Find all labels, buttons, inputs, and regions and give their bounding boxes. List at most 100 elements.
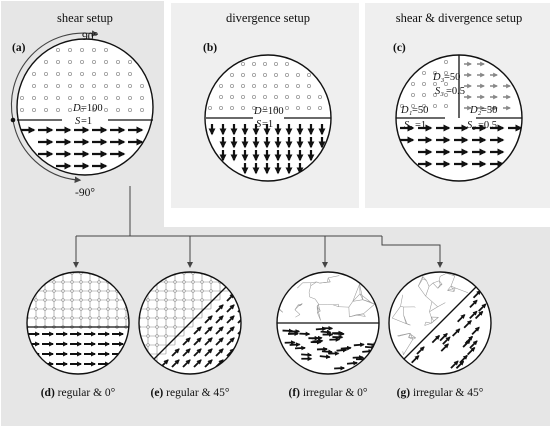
caption-e-letter: (e) — [151, 387, 164, 399]
arrow — [301, 354, 311, 355]
mesh-node — [156, 335, 159, 338]
mesh-node — [183, 308, 186, 311]
mesh-node — [147, 299, 150, 302]
circle-d — [26, 272, 129, 374]
angle-minus-90: -90° — [75, 187, 95, 199]
label-s3: S₃ — [435, 86, 444, 97]
mesh-node — [156, 326, 159, 329]
mesh-node — [35, 299, 38, 302]
mesh-node — [165, 308, 168, 311]
mesh-node — [116, 299, 119, 302]
circle-b — [205, 55, 331, 181]
mesh-node — [156, 290, 159, 293]
caption-f-text: irregular & 0° — [300, 387, 368, 399]
mesh-node — [183, 317, 186, 320]
mesh-node — [156, 299, 159, 302]
mesh-node — [62, 299, 65, 302]
arrow — [347, 363, 357, 364]
mesh-node — [210, 281, 213, 284]
mesh-node — [71, 299, 74, 302]
mesh-node — [44, 317, 47, 320]
mesh-node — [80, 281, 83, 284]
value-d-a: =100 — [81, 103, 103, 114]
mesh-node — [98, 281, 101, 284]
mesh-node — [165, 299, 168, 302]
mesh-node — [192, 308, 195, 311]
arrow — [322, 351, 332, 352]
value-s1: =1 — [415, 120, 426, 131]
mesh-node — [183, 290, 186, 293]
mesh-node — [125, 317, 128, 320]
arrow — [321, 332, 331, 333]
mesh-node — [183, 299, 186, 302]
panel-letter-b: (b) — [203, 42, 217, 54]
mesh-node — [116, 308, 119, 311]
title-shear-setup: shear setup — [57, 11, 113, 25]
mesh-node — [192, 290, 195, 293]
mesh-node — [174, 299, 177, 302]
caption-f: (f) irregular & 0° — [288, 387, 367, 399]
value-s3: =0.5 — [446, 86, 465, 97]
mesh-node — [44, 308, 47, 311]
caption-d-letter: (d) — [41, 387, 55, 399]
mesh-node — [44, 290, 47, 293]
mesh-node — [107, 290, 110, 293]
mesh-node — [156, 344, 159, 347]
mesh-node — [53, 290, 56, 293]
mesh-node — [201, 290, 204, 293]
mesh-node — [98, 317, 101, 320]
label-s1: S₁ — [404, 120, 413, 131]
mesh-node — [89, 317, 92, 320]
mesh-node — [107, 308, 110, 311]
mesh-node — [71, 317, 74, 320]
mesh-node — [165, 317, 168, 320]
value-s-b: =1 — [262, 119, 273, 130]
label-d-b: D — [253, 106, 262, 117]
mesh-node — [53, 299, 56, 302]
mesh-node — [201, 299, 204, 302]
mesh-node — [62, 281, 65, 284]
caption-e-text: regular & 45° — [163, 387, 230, 399]
mesh-node — [165, 290, 168, 293]
mesh-node — [62, 308, 65, 311]
angle-90: 90° — [82, 31, 99, 43]
caption-e: (e) regular & 45° — [151, 387, 230, 399]
mesh-node — [174, 308, 177, 311]
mesh-node — [71, 281, 74, 284]
mesh-node — [147, 326, 150, 329]
mesh-node — [147, 335, 150, 338]
mesh-node — [80, 290, 83, 293]
value-s2: =0.5 — [478, 120, 497, 131]
mesh-node — [98, 308, 101, 311]
circle-g — [389, 272, 491, 374]
label-s2: S₂ — [467, 120, 476, 131]
caption-d-text: regular & 0° — [55, 387, 116, 399]
mesh-edge — [415, 307, 416, 308]
mesh-node — [165, 281, 168, 284]
caption-g-text: irregular & 45° — [410, 387, 484, 399]
mesh-node — [116, 317, 119, 320]
caption-g-letter: (g) — [397, 387, 411, 399]
mesh-node — [53, 308, 56, 311]
mesh-node — [71, 290, 74, 293]
arrow — [290, 344, 300, 345]
title-shear-divergence-setup: shear & divergence setup — [396, 11, 522, 25]
value-d1: =50 — [412, 105, 428, 116]
mesh-node — [192, 299, 195, 302]
caption-f-letter: (f) — [288, 387, 300, 399]
mesh-node — [147, 308, 150, 311]
mesh-node — [44, 299, 47, 302]
mesh-node — [89, 299, 92, 302]
mesh-node — [192, 281, 195, 284]
mesh-node — [71, 308, 74, 311]
value-s-a: =1 — [81, 116, 92, 127]
value-d-b: =100 — [262, 106, 284, 117]
mesh-node — [53, 317, 56, 320]
mesh-node — [174, 290, 177, 293]
mesh-node — [147, 317, 150, 320]
label-d1: D₁ — [400, 105, 412, 116]
mesh-node — [62, 317, 65, 320]
mesh-node — [107, 299, 110, 302]
panel-letter-c: (c) — [393, 42, 406, 54]
